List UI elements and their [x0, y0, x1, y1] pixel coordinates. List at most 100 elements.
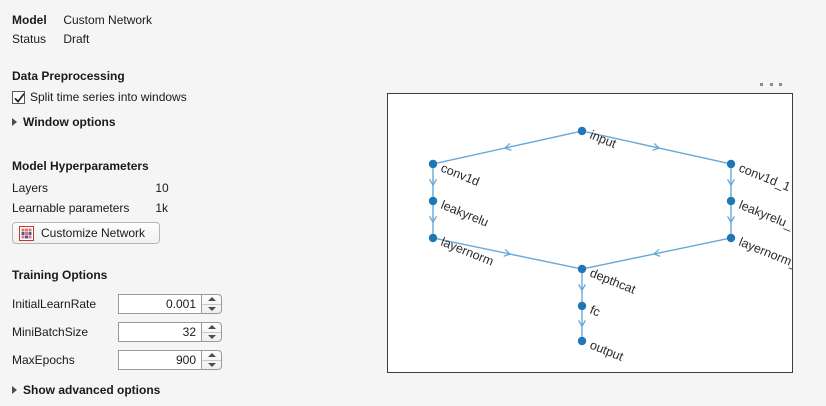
learnable-parameters-value: 1k — [155, 201, 169, 215]
graph-node-label-leakyrelu_r: leakyrelu_1 — [737, 198, 793, 235]
graph-node-layernorm_r[interactable] — [726, 233, 736, 243]
chevron-right-icon — [12, 386, 17, 394]
split-time-series-checkbox[interactable] — [12, 90, 25, 104]
initial-learn-rate-stepper[interactable]: 0.001 — [118, 294, 222, 314]
mini-batch-size-stepper[interactable]: 32 — [118, 322, 222, 342]
initial-learn-rate-row: InitialLearnRate 0.001 — [12, 294, 224, 314]
graph-node-conv1d_l[interactable] — [428, 159, 438, 169]
graph-edge — [429, 168, 437, 197]
graph-node-output[interactable] — [577, 336, 587, 346]
max-epochs-label: MaxEpochs — [12, 353, 75, 367]
graph-edges — [429, 131, 735, 337]
caret-down-icon — [207, 334, 216, 339]
graph-edge — [585, 238, 728, 269]
window-options-label: Window options — [23, 114, 116, 129]
graph-node-label-depthcat: depthcat — [588, 266, 638, 297]
chevron-right-icon — [12, 118, 17, 126]
graph-edge — [436, 131, 579, 164]
max-epochs-input[interactable]: 900 — [118, 350, 202, 370]
graph-node-layernorm_l[interactable] — [428, 233, 438, 243]
status-key: Status — [12, 32, 47, 46]
network-designer-icon — [19, 225, 34, 241]
mini-batch-size-label: MiniBatchSize — [12, 325, 89, 339]
mini-batch-size-increment-button[interactable] — [202, 323, 221, 333]
layers-key: Layers — [12, 181, 49, 195]
show-advanced-options-label: Show advanced options — [23, 382, 161, 397]
graph-node-input[interactable] — [577, 126, 587, 136]
edge-arrow-icon — [504, 143, 512, 151]
graph-node-labels: input conv1d leakyrelu layernorm conv1d_1lea… — [439, 128, 793, 364]
edge-arrow-icon — [727, 216, 735, 223]
status-value: Draft — [63, 32, 90, 46]
edge-arrow-icon — [429, 216, 437, 223]
mini-batch-size-row: MiniBatchSize 32 — [12, 322, 224, 342]
ellipsis-dot — [760, 82, 763, 86]
ellipsis-dot — [779, 82, 782, 86]
network-graph[interactable]: input conv1d leakyrelu layernorm conv1d_1lea… — [388, 94, 793, 373]
edge-arrow-icon — [727, 179, 735, 186]
graph-node-label-layernorm_l: layernorm — [439, 235, 496, 269]
caret-up-icon — [207, 297, 216, 302]
edge-arrow-icon — [653, 249, 661, 257]
caret-down-icon — [207, 306, 216, 311]
graph-node-label-fc: fc — [588, 303, 602, 320]
learnable-parameters-row: Learnable parameters 1k — [12, 200, 168, 216]
graph-node-label-leakyrelu_l: leakyrelu — [439, 198, 491, 230]
graph-node-leakyrelu_r[interactable] — [726, 196, 736, 206]
graph-node-conv1d_r[interactable] — [726, 159, 736, 169]
model-row: Model Custom Network — [12, 12, 152, 28]
edge-arrow-icon — [503, 249, 511, 257]
max-epochs-decrement-button[interactable] — [202, 361, 221, 370]
initial-learn-rate-increment-button[interactable] — [202, 295, 221, 305]
mini-batch-size-input[interactable]: 32 — [118, 322, 202, 342]
split-time-series-checkbox-row[interactable]: Split time series into windows — [12, 89, 187, 105]
max-epochs-increment-button[interactable] — [202, 351, 221, 361]
split-time-series-label: Split time series into windows — [30, 90, 187, 104]
caret-up-icon — [207, 353, 216, 358]
layers-value: 10 — [155, 181, 169, 195]
max-epochs-stepper[interactable]: 900 — [118, 350, 222, 370]
initial-learn-rate-stepper-buttons[interactable] — [202, 294, 222, 314]
initial-learn-rate-input[interactable]: 0.001 — [118, 294, 202, 314]
mini-batch-size-decrement-button[interactable] — [202, 333, 221, 342]
edge-arrow-icon — [652, 143, 660, 151]
ellipsis-dot — [769, 82, 773, 86]
graph-edge — [429, 205, 437, 234]
learnable-parameters-key: Learnable parameters — [12, 201, 130, 215]
graph-node-label-conv1d_l: conv1d — [439, 161, 482, 189]
data-preprocessing-heading: Data Preprocessing — [12, 69, 125, 83]
graph-edge — [727, 168, 735, 197]
caret-up-icon — [207, 325, 216, 330]
graph-node-leakyrelu_l[interactable] — [428, 196, 438, 206]
graph-edge — [727, 205, 735, 234]
status-row: Status Draft — [12, 31, 89, 47]
training-options-heading: Training Options — [12, 268, 108, 282]
graph-nodes — [428, 126, 736, 346]
mini-batch-size-stepper-buttons[interactable] — [202, 322, 222, 342]
graph-node-label-conv1d_r: conv1d_1 — [737, 161, 793, 194]
graph-edge — [578, 310, 586, 337]
window-options-expander[interactable]: Window options — [12, 114, 116, 130]
customize-network-button[interactable]: Customize Network — [12, 222, 160, 244]
initial-learn-rate-label: InitialLearnRate — [12, 297, 97, 311]
layers-row: Layers 10 — [12, 180, 169, 196]
graph-node-label-input: input — [588, 128, 619, 151]
model-value: Custom Network — [63, 13, 153, 27]
show-advanced-options-expander[interactable]: Show advanced options — [12, 382, 160, 398]
customize-network-label: Customize Network — [41, 226, 146, 240]
checkmark-icon — [14, 92, 25, 103]
initial-learn-rate-decrement-button[interactable] — [202, 305, 221, 314]
model-key: Model — [12, 13, 47, 27]
max-epochs-row: MaxEpochs 900 — [12, 350, 224, 370]
graph-edge — [585, 131, 728, 164]
model-hyperparameters-heading: Model Hyperparameters — [12, 159, 149, 173]
graph-edge — [436, 238, 579, 269]
graph-edge — [578, 273, 586, 302]
max-epochs-stepper-buttons[interactable] — [202, 350, 222, 370]
graph-node-depthcat[interactable] — [577, 264, 587, 274]
graph-node-fc[interactable] — [577, 301, 587, 311]
edge-arrow-icon — [429, 179, 437, 186]
ellipsis-icon[interactable] — [760, 78, 782, 90]
edge-arrow-icon — [578, 320, 586, 327]
